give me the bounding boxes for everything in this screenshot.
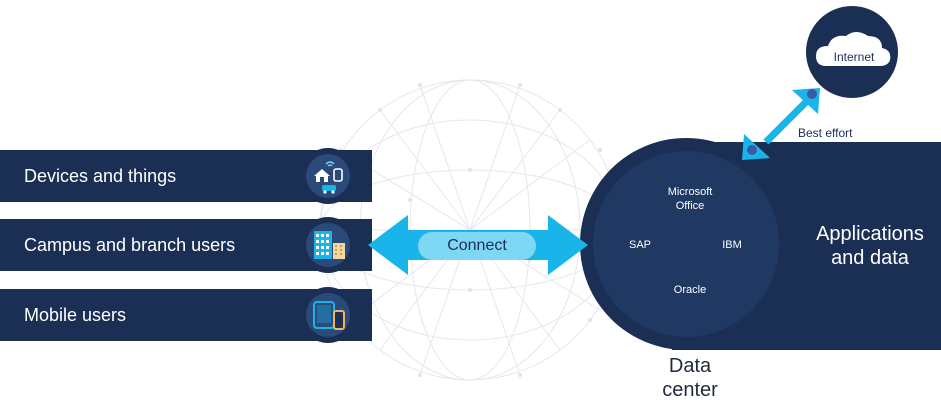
app-sap: SAP [628, 239, 651, 251]
home-car-watch-icon [300, 148, 356, 204]
data-center-title: Data center [662, 355, 718, 401]
band-label: Devices and things [24, 166, 177, 186]
band-devices-and-things: Devices and things [0, 148, 372, 204]
band-label: Campus and branch users [24, 235, 236, 255]
tablet-phone-icon [300, 287, 356, 343]
office-buildings-icon [300, 217, 356, 273]
internet-label: Internet [833, 50, 875, 64]
app-ibm: IBM [722, 239, 742, 251]
app-microsoft-office: Microsoft Office [667, 186, 713, 212]
band-mobile-users: Mobile users [0, 287, 372, 343]
applications-title: Applications and data [816, 223, 924, 269]
best-effort-label: Best effort [798, 126, 853, 140]
band-label: Mobile users [24, 305, 127, 325]
data-center-circle [593, 151, 779, 337]
connect-label: Connect [447, 237, 507, 254]
app-oracle: Oracle [673, 284, 707, 296]
band-campus-and-branch-users: Campus and branch users [0, 217, 372, 273]
